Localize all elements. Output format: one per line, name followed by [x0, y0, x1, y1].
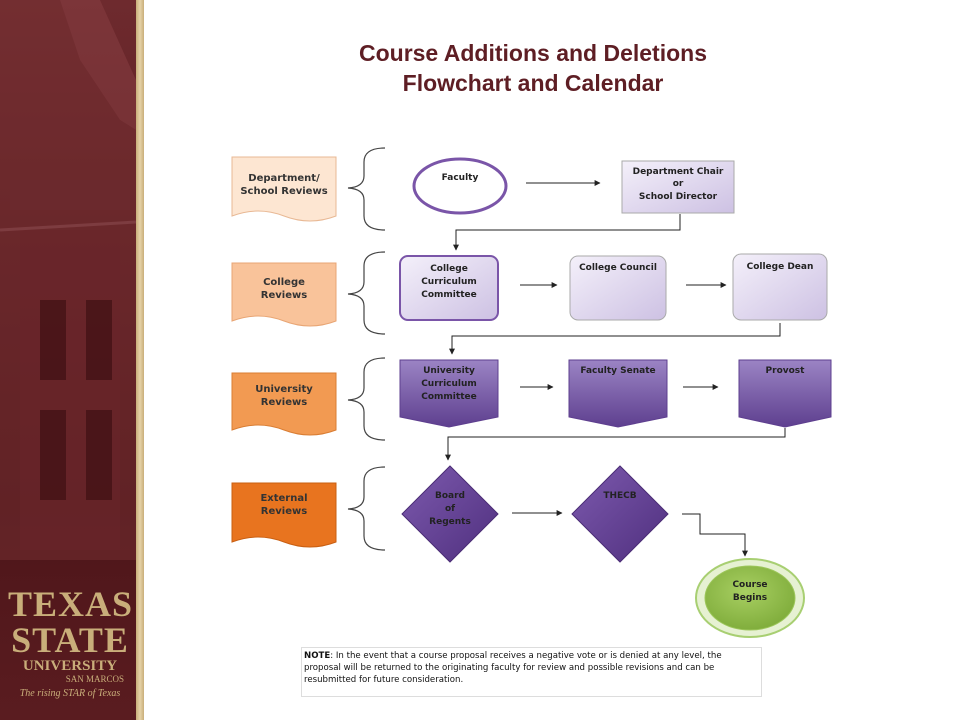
node-regents-l2: of — [445, 504, 455, 514]
stage-college-line1: College — [263, 277, 305, 288]
connector-row3-to-row4 — [445, 428, 786, 461]
connector-row1-to-row2 — [453, 214, 681, 251]
note-box: NOTE: In the event that a course proposa… — [304, 650, 756, 686]
node-provost: Provost — [738, 359, 832, 428]
node-college-dean: College Dean — [732, 253, 828, 321]
node-dept-chair: Department Chair or School Director — [621, 160, 735, 214]
node-faculty-label: Faculty — [442, 173, 479, 183]
stage-external-line1: External — [260, 493, 307, 504]
node-college-dean-label: College Dean — [747, 262, 814, 272]
node-thecb-label: THECB — [603, 491, 636, 501]
connector-row2-to-row3 — [449, 323, 781, 355]
node-college-council-label: College Council — [579, 263, 657, 273]
node-univ-curriculum-l1: University — [423, 366, 475, 376]
logo-line-3: UNIVERSITY — [22, 658, 118, 674]
node-faculty: Faculty — [412, 157, 508, 215]
node-course-begins-l2: Begins — [733, 593, 767, 603]
node-thecb: THECB — [571, 465, 669, 563]
title-line-1: Course Additions and Deletions — [358, 40, 707, 66]
building-illustration — [0, 0, 136, 560]
node-dept-chair-l3: School Director — [639, 192, 718, 202]
node-regents-l1: Board — [435, 491, 465, 501]
node-college-curriculum: College Curriculum Committee — [399, 255, 499, 321]
node-college-council: College Council — [569, 255, 667, 321]
node-dept-chair-l1: Department Chair — [633, 167, 724, 177]
node-univ-curriculum: University Curriculum Committee — [399, 359, 499, 428]
node-regents-l3: Regents — [429, 517, 471, 527]
node-college-curriculum-l1: College — [430, 264, 468, 274]
node-faculty-senate: Faculty Senate — [568, 359, 668, 428]
logo-line-4: SAN MARCOS — [65, 674, 124, 684]
university-logo: TEXAS STATE UNIVERSITY SAN MARCOS The ri… — [8, 586, 132, 701]
stage-college: College Reviews — [231, 262, 337, 327]
logo-line-2: STATE — [11, 620, 129, 660]
stage-department-line1: Department/ — [248, 173, 320, 184]
node-provost-label: Provost — [766, 366, 806, 376]
node-course-begins: Course Begins — [695, 558, 805, 638]
slide-title: Course Additions and Deletions Flowchart… — [300, 38, 766, 98]
logo-line-1: TEXAS — [8, 584, 134, 624]
title-line-2: Flowchart and Calendar — [402, 70, 664, 96]
gold-divider — [136, 0, 144, 720]
node-univ-curriculum-l3: Committee — [421, 392, 476, 402]
node-college-curriculum-l3: Committee — [421, 290, 476, 300]
connector-thecb-to-course — [682, 513, 748, 557]
stage-university-line2: Reviews — [261, 397, 307, 408]
note-frame — [301, 647, 762, 697]
stage-university-line1: University — [255, 384, 313, 395]
note-label: NOTE — [304, 651, 331, 661]
stage-college-line2: Reviews — [261, 290, 307, 301]
stage-external-line2: Reviews — [261, 506, 307, 517]
node-course-begins-l1: Course — [732, 580, 767, 590]
stage-department-line2: School Reviews — [240, 186, 327, 197]
node-dept-chair-l2: or — [673, 179, 684, 189]
stage-external: External Reviews — [231, 482, 337, 548]
sidebar-panel: TEXAS STATE UNIVERSITY SAN MARCOS The ri… — [0, 0, 136, 720]
note-text: : In the event that a course proposal re… — [304, 651, 722, 685]
node-faculty-senate-label: Faculty Senate — [580, 366, 655, 376]
logo-tagline: The rising STAR of Texas — [19, 688, 121, 699]
stage-braces — [347, 147, 386, 551]
node-board-of-regents: Board of Regents — [401, 465, 499, 563]
stage-university: University Reviews — [231, 372, 337, 436]
node-college-curriculum-l2: Curriculum — [421, 277, 477, 287]
node-univ-curriculum-l2: Curriculum — [421, 379, 477, 389]
stage-department: Department/ School Reviews — [231, 156, 337, 222]
